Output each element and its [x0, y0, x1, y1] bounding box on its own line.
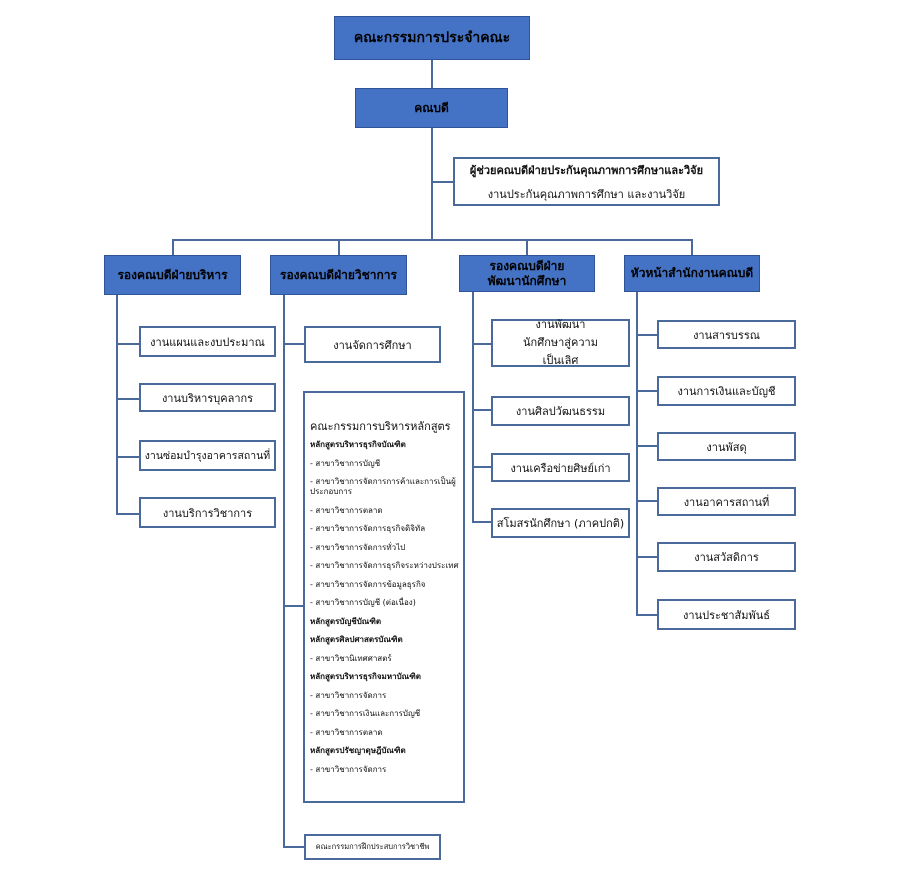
- unit-box: งานเครือข่ายศิษย์เก่า: [491, 453, 630, 482]
- curriculum-committee-title: คณะกรรมการบริหารหลักสูตร: [310, 420, 451, 433]
- connector: [172, 239, 692, 241]
- unit-box: งานสวัสดิการ: [657, 542, 796, 572]
- curriculum-major: - สาขาวิชาการบัญชี (ต่อเนื่อง): [310, 598, 416, 607]
- assistant-dean-title: ผู้ช่วยคณบดีฝ่ายประกันคุณภาพการศึกษาและว…: [469, 163, 704, 177]
- curriculum-program: หลักสูตรปรัชญาดุษฎีบัณฑิต: [310, 746, 406, 755]
- connector: [636, 614, 658, 616]
- connector: [472, 343, 492, 345]
- connector: [636, 500, 658, 502]
- curriculum-program: หลักสูตรศิลปศาสตรบัณฑิต: [310, 635, 403, 644]
- curriculum-program: หลักสูตรบัญชีบัณฑิต: [310, 616, 382, 626]
- curriculum-major: - สาขาวิชาการตลาด: [310, 727, 383, 737]
- curriculum-list: หลักสูตรบริหารธุรกิจบัณฑิต - สาขาวิชาการบ…: [310, 440, 461, 775]
- connector: [636, 390, 658, 392]
- connector: [283, 846, 305, 848]
- unit-box: สโมสรนักศึกษา (ภาคปกติ): [491, 508, 630, 538]
- unit-box: งานบริการวิชาการ: [139, 497, 276, 528]
- unit-box: งานพัสดุ: [657, 432, 796, 461]
- curriculum-major: - สาขาวิชาการจัดการทั่วไป: [310, 542, 406, 552]
- connector: [636, 291, 638, 616]
- connector: [431, 60, 433, 88]
- faculty-committee-node: คณะกรรมการประจำคณะ: [334, 16, 530, 60]
- curriculum-major: - สาขาวิชาการบัญชี: [310, 458, 381, 468]
- unit-box: งานจัดการศึกษา: [304, 326, 441, 363]
- curriculum-major: - สาขาวิชาการจัดการข้อมูลธุรกิจ: [310, 579, 426, 589]
- connector: [431, 181, 453, 183]
- connector: [691, 239, 693, 256]
- curriculum-major: - สาขาวิชาการตลาด: [310, 505, 383, 515]
- unit-box: งานการเงินและบัญชี: [657, 376, 796, 406]
- division-head-admin: รองคณบดีฝ่ายบริหาร: [104, 255, 241, 295]
- unit-box: งานแผนและงบประมาณ: [139, 326, 276, 357]
- curriculum-major: - สาขาวิชาการจัดการธุรกิจดิจิทัล: [310, 524, 426, 533]
- connector: [283, 294, 285, 847]
- division-head-dean-office: หัวหน้าสำนักงานคณบดี: [624, 255, 760, 292]
- connector: [472, 291, 474, 522]
- connector: [472, 409, 492, 411]
- assistant-dean-node: ผู้ช่วยคณบดีฝ่ายประกันคุณภาพการศึกษาและว…: [453, 157, 720, 206]
- connector: [636, 445, 658, 447]
- unit-box: งานบริหารบุคลากร: [139, 383, 276, 412]
- unit-box: งานอาคารสถานที่: [657, 487, 796, 516]
- connector: [283, 605, 305, 607]
- unit-box: งานสารบรรณ: [657, 320, 796, 349]
- connector: [283, 343, 305, 345]
- connector: [431, 128, 433, 240]
- curriculum-major: - สาขาวิชาการจัดการธุรกิจระหว่างประเทศ: [310, 561, 459, 570]
- connector: [472, 466, 492, 468]
- curriculum-major: - สาขาวิชานิเทศศาสตร์: [310, 653, 392, 663]
- curriculum-major: - สาขาวิชาการจัดการ: [310, 764, 387, 774]
- division-head-student-dev: รองคณบดีฝ่ายพัฒนานักศึกษา: [459, 255, 595, 292]
- curriculum-major: - สาขาวิชาการจัดการ: [310, 690, 387, 700]
- connector: [636, 556, 658, 558]
- connector: [472, 521, 492, 523]
- internship-committee-box: คณะกรรมการฝึกประสบการวิชาชีพ: [304, 834, 441, 860]
- connector: [636, 334, 658, 336]
- connector: [116, 398, 140, 400]
- connector: [116, 513, 140, 515]
- connector: [526, 239, 528, 256]
- curriculum-committee-box: คณะกรรมการบริหารหลักสูตร หลักสูตรบริหารธ…: [303, 391, 465, 803]
- curriculum-major: - สาขาวิชาการเงินและการบัญชี: [310, 709, 421, 718]
- assistant-dean-subtitle: งานประกันคุณภาพการศึกษา และงานวิจัย: [487, 187, 686, 201]
- dean-node: คณบดี: [355, 88, 508, 128]
- curriculum-program: หลักสูตรบริหารธุรกิจบัณฑิต: [310, 440, 406, 449]
- unit-box: งานซ่อมบำรุงอาคารสถานที่: [139, 440, 276, 471]
- unit-box: งานประชาสัมพันธ์: [657, 599, 796, 630]
- curriculum-program: หลักสูตรบริหารธุรกิจมหาบัณฑิต: [310, 672, 421, 681]
- unit-box: งานพัฒนานักศึกษาสู่ความเป็นเลิศ: [491, 318, 630, 367]
- connector: [172, 239, 174, 256]
- connector: [116, 456, 140, 458]
- connector: [116, 294, 118, 514]
- connector: [116, 343, 140, 345]
- unit-box: งานศิลปวัฒนธรรม: [491, 396, 630, 426]
- division-head-academic: รองคณบดีฝ่ายวิชาการ: [270, 255, 407, 295]
- connector: [338, 239, 340, 256]
- curriculum-major: - สาขาวิชาการจัดการการค้าและการเป็นผู้ปร…: [310, 477, 456, 496]
